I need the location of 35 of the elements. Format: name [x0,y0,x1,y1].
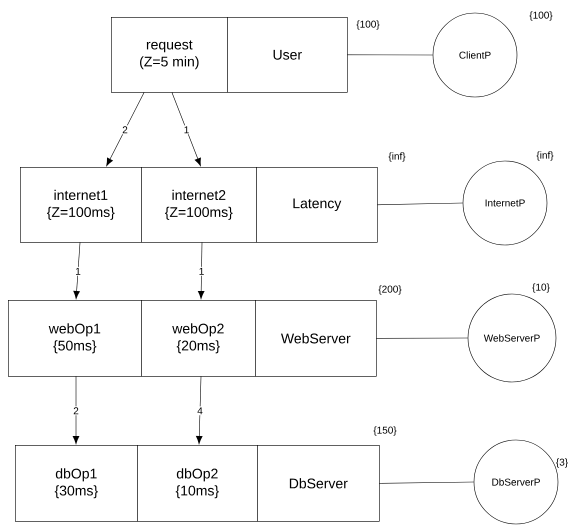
arrow [198,242,204,300]
edge-label: 2 [121,125,129,134]
edge-label: 2 [72,406,80,416]
edge-label: 1 [182,125,190,134]
task-box: DbServer [257,445,380,522]
task-box: User [227,17,348,93]
arrow [196,376,203,444]
edge-label: 4 [196,406,204,416]
multiplicity-label: {200} [378,285,402,295]
arrow [106,92,144,166]
entry-box: request (Z=5 min) [111,17,228,93]
entry-box: dbOp2 {10ms} [137,445,258,522]
arrow [172,92,201,166]
entry-box: webOp1 {50ms} [8,300,142,377]
multiplicity-label: {100} [356,20,380,30]
connector-line [376,338,468,339]
task-box: Latency [256,167,378,243]
multiplicity-label: {inf} [536,151,554,161]
connector-line [377,202,463,206]
multiplicity-label: {150} [374,426,396,436]
multiplicity-label: {100} [530,11,552,21]
entry-box: internet1 {Z=100ms} [20,167,142,243]
connector-line [347,54,433,56]
edge-label: 1 [74,266,82,276]
multiplicity-label: {3} [556,458,568,468]
multiplicity-label: {10} [532,283,550,293]
entry-box: internet2 {Z=100ms} [141,167,257,243]
arrow [72,376,80,444]
entry-box: webOp2 {20ms} [141,300,256,377]
multiplicity-label: {inf} [388,152,406,162]
arrow [73,242,80,300]
edge-label: 1 [198,266,206,276]
entry-box: dbOp1 {30ms} [15,445,138,522]
task-box: WebServer [255,300,377,377]
connector-line [379,482,474,484]
